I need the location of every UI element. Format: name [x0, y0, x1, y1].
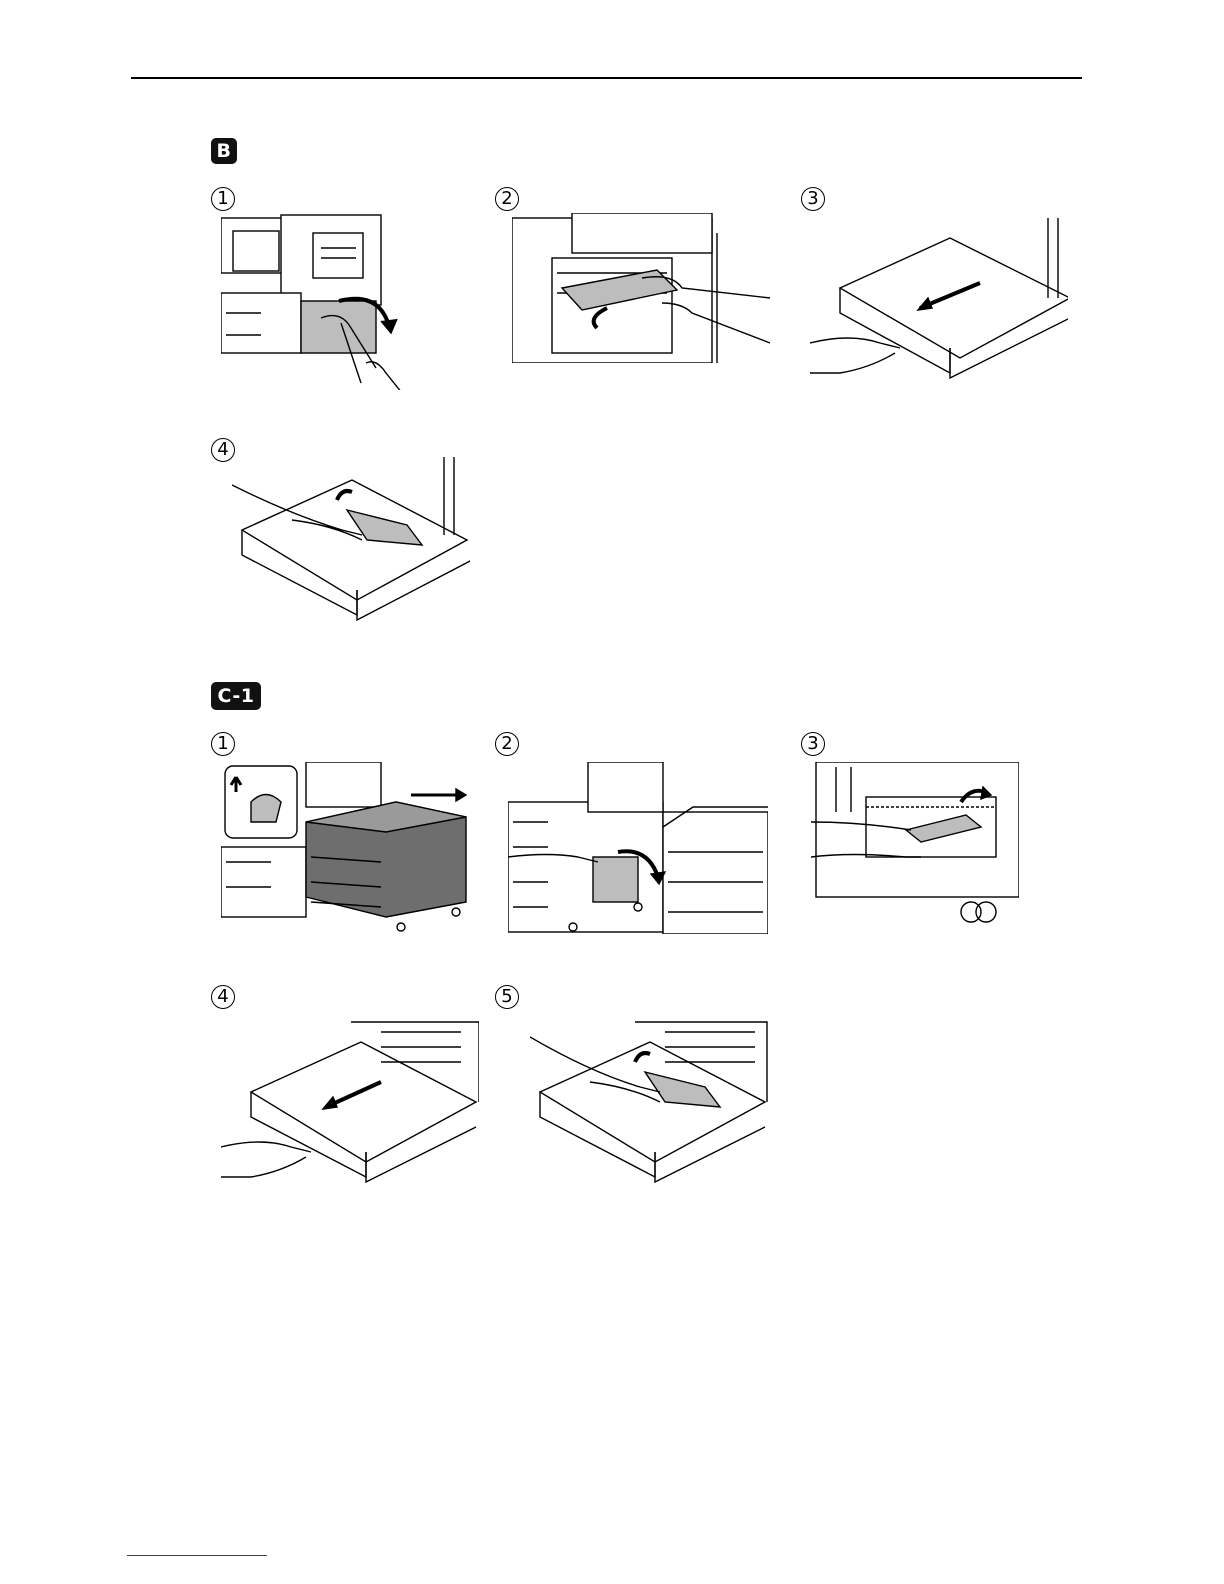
step-b1-number: 1 — [211, 187, 235, 211]
header-rule — [131, 77, 1082, 79]
footer-link-underline — [127, 1555, 267, 1556]
step-c1-1-number: 1 — [211, 732, 235, 756]
step-c1-2-number: 2 — [495, 732, 519, 756]
section-c1-badge: C-1 — [211, 682, 261, 710]
step-c1-3-number: 3 — [801, 732, 825, 756]
step-b2-number: 2 — [495, 187, 519, 211]
step-c1-5-number: 5 — [495, 985, 519, 1009]
illustration-c1-4-pull-tray — [221, 1017, 479, 1184]
illustration-c1-5-remove-tray-paper — [530, 1017, 770, 1184]
illustration-c1-1-slide-feeder — [221, 762, 477, 934]
step-c1-4-number: 4 — [211, 985, 235, 1009]
illustration-c1-2-open-cover — [508, 762, 768, 934]
illustration-b3-pull-tray — [810, 213, 1068, 390]
illustration-c1-3-remove-paper — [811, 762, 1019, 937]
illustration-b2-remove-paper — [512, 213, 770, 363]
illustration-b4-remove-tray-paper — [232, 455, 470, 627]
section-b-badge: B — [211, 138, 237, 164]
illustration-b1-open-cover — [221, 213, 406, 390]
step-b3-number: 3 — [801, 187, 825, 211]
